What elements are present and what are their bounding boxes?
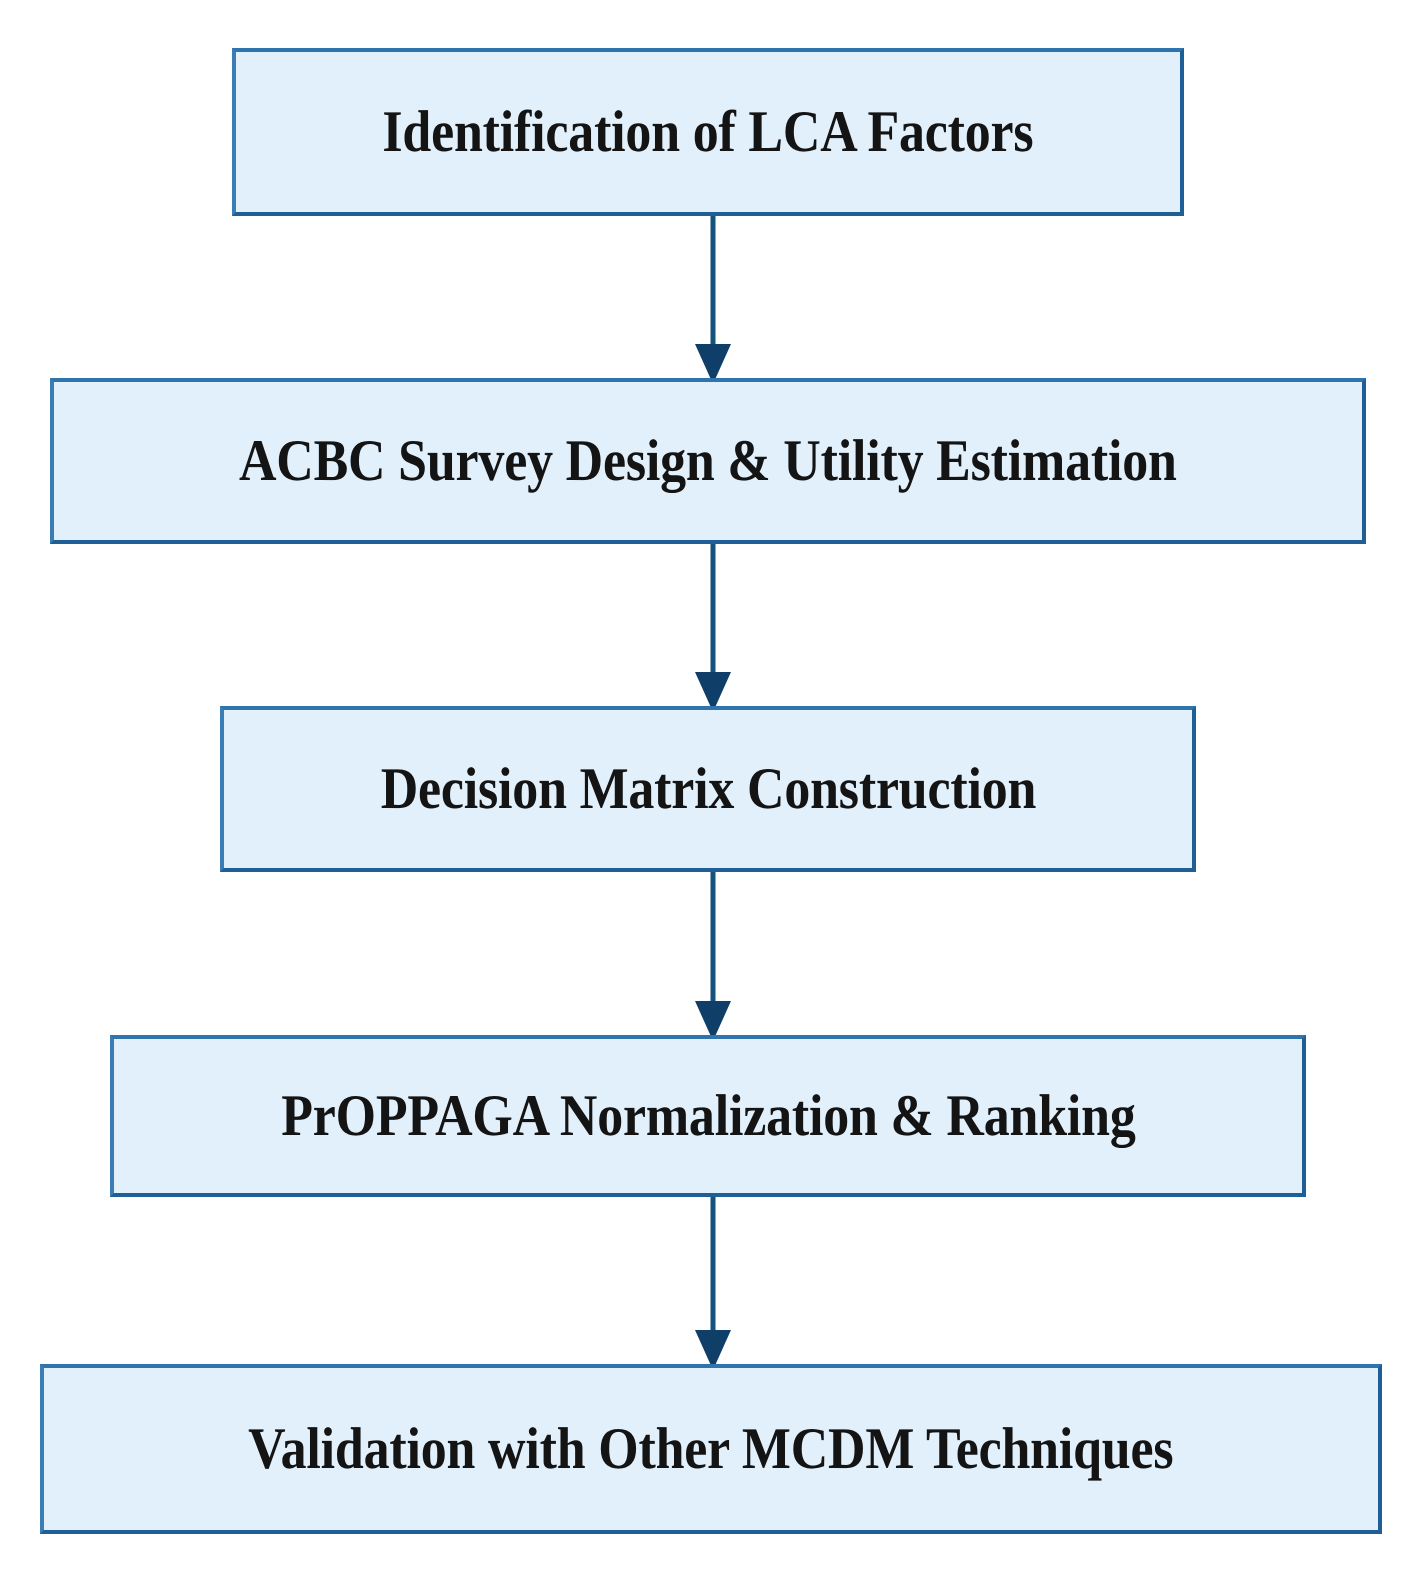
flowchart-node-decision-matrix-construction[interactable]: Decision Matrix Construction: [220, 706, 1196, 872]
flowchart-node-validation-with-other-mcdm-techniques[interactable]: Validation with Other MCDM Techniques: [40, 1364, 1382, 1534]
node-label: PrOPPAGA Normalization & Ranking: [280, 1082, 1136, 1149]
connector-node4-to-node5: [683, 1193, 743, 1370]
node-label: Identification of LCA Factors: [382, 98, 1034, 165]
connector-node2-to-node3: [683, 540, 743, 712]
node-label: ACBC Survey Design & Utility Estimation: [239, 427, 1177, 494]
down-arrow-icon: [695, 868, 731, 1041]
connector-node1-to-node2: [683, 212, 743, 384]
down-arrow-icon: [695, 212, 731, 384]
flowchart-node-proppaga-normalization-and-ranking[interactable]: PrOPPAGA Normalization & Ranking: [110, 1035, 1306, 1197]
connector-node3-to-node4: [683, 868, 743, 1041]
flowchart-node-identification-of-lca-factors[interactable]: Identification of LCA Factors: [232, 48, 1184, 216]
node-label: Decision Matrix Construction: [380, 755, 1036, 822]
node-label: Validation with Other MCDM Techniques: [248, 1415, 1174, 1482]
down-arrow-icon: [695, 1193, 731, 1370]
down-arrow-icon: [695, 540, 731, 712]
flowchart-node-acbc-survey-design-and-utility-estimation[interactable]: ACBC Survey Design & Utility Estimation: [50, 378, 1366, 544]
